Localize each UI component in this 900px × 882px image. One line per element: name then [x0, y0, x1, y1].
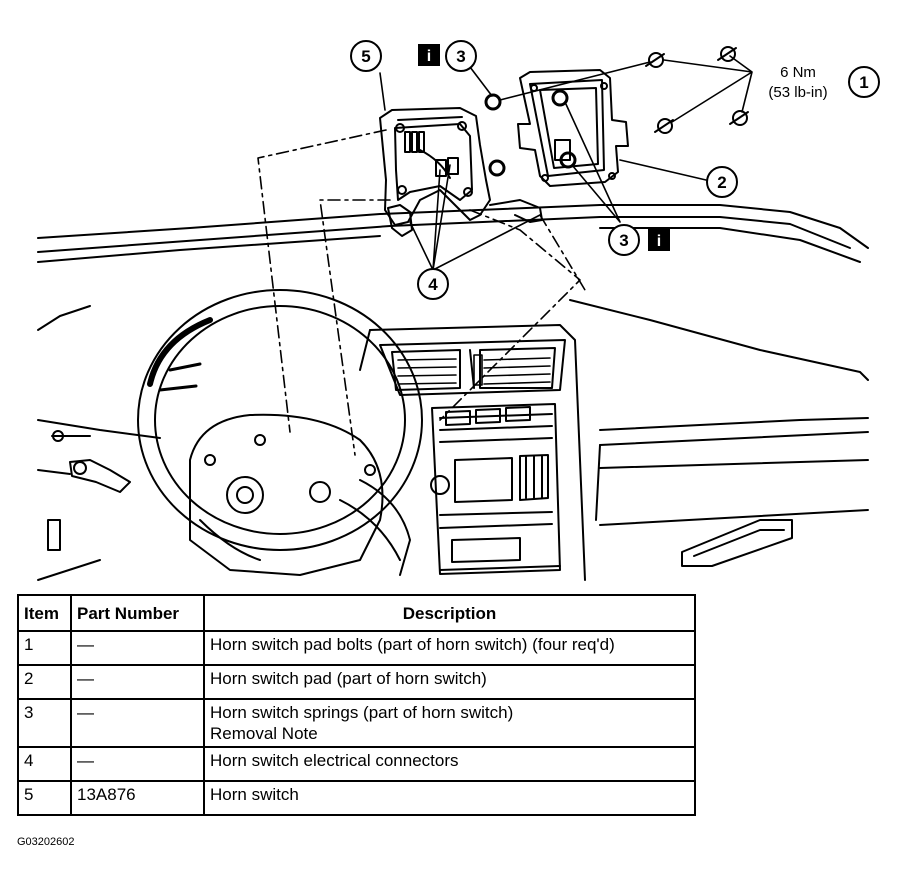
- svg-text:2: 2: [717, 173, 726, 192]
- description-cell: Horn switch pad bolts (part of horn swit…: [203, 630, 696, 666]
- horn-switch-pad-bolts: [645, 46, 749, 134]
- part-number-cell: —: [70, 664, 205, 700]
- header-item: Item: [17, 594, 72, 632]
- part-number-cell: 13A876: [70, 780, 205, 816]
- figure-id: G03202602: [17, 836, 75, 848]
- callout-5: 5: [350, 40, 382, 72]
- panel-bolt-left: [51, 430, 91, 442]
- table-row: 4 — Horn switch electrical connectors: [17, 746, 696, 782]
- item-cell: 4: [17, 746, 72, 782]
- item-cell: 1: [17, 630, 72, 666]
- dashboard-left-side: [37, 305, 161, 581]
- description-cell: Horn switch: [203, 780, 696, 816]
- instrument-panel-top: [37, 204, 869, 263]
- item-cell: 3: [17, 698, 72, 748]
- glove-box-handle: [681, 519, 793, 567]
- callout-3-bottom: 3: [608, 224, 640, 256]
- parts-table: Item Part Number Description 1 — Horn sw…: [17, 594, 696, 816]
- header-part-number: Part Number: [70, 594, 205, 632]
- steering-hub: [189, 413, 411, 576]
- callout-4: 4: [417, 268, 449, 300]
- horn-switch-pad: [517, 69, 629, 187]
- radio-unit: [430, 403, 561, 575]
- info-icon: i: [418, 44, 440, 66]
- horn-switch-exploded-diagram: 5 3 1 2 3 4 i i 6 Nm (53 lb-in): [37, 40, 880, 581]
- part-number-cell: —: [70, 630, 205, 666]
- hazard-buttons: [445, 406, 531, 426]
- torque-spec-nm: 6 Nm: [780, 64, 816, 81]
- svg-text:3: 3: [619, 231, 628, 250]
- torque-spec-lbin: (53 lb-in): [768, 84, 827, 101]
- description-cell: Horn switch pad (part of horn switch): [203, 664, 696, 700]
- part-number-cell: —: [70, 746, 205, 782]
- dashboard-right-side: [569, 299, 869, 526]
- svg-text:3: 3: [456, 47, 465, 66]
- wiper-stalk: [69, 459, 131, 493]
- table-row: 2 — Horn switch pad (part of horn switch…: [17, 664, 696, 700]
- table-header-row: Item Part Number Description: [17, 594, 696, 632]
- steering-wheel: [137, 289, 423, 551]
- leader-lines: [379, 55, 753, 271]
- item-cell: 5: [17, 780, 72, 816]
- item-cell: 2: [17, 664, 72, 700]
- center-vents: [397, 354, 551, 386]
- svg-text:5: 5: [361, 47, 370, 66]
- table-row: 5 13A876 Horn switch: [17, 780, 696, 816]
- table-row: 1 — Horn switch pad bolts (part of horn …: [17, 630, 696, 666]
- horn-switch-springs: [484, 89, 577, 177]
- description-cell: Horn switch electrical connectors: [203, 746, 696, 782]
- alignment-lines: [257, 129, 586, 456]
- removal-note-link[interactable]: Removal Note: [210, 724, 318, 743]
- part-number-cell: —: [70, 698, 205, 748]
- header-description: Description: [203, 594, 696, 632]
- callout-1: 1: [848, 66, 880, 98]
- callout-2: 2: [706, 166, 738, 198]
- center-console: [359, 324, 586, 581]
- table-row: 3 — Horn switch springs (part of horn sw…: [17, 698, 696, 748]
- svg-text:1: 1: [859, 73, 868, 92]
- svg-text:i: i: [657, 233, 661, 250]
- callout-3-top: 3: [445, 40, 477, 72]
- description-cell: Horn switch springs (part of horn switch…: [203, 698, 696, 748]
- description-line: Horn switch springs (part of horn switch…: [210, 703, 514, 722]
- svg-text:4: 4: [428, 275, 438, 294]
- svg-text:i: i: [427, 48, 431, 65]
- info-icon: i: [648, 229, 670, 251]
